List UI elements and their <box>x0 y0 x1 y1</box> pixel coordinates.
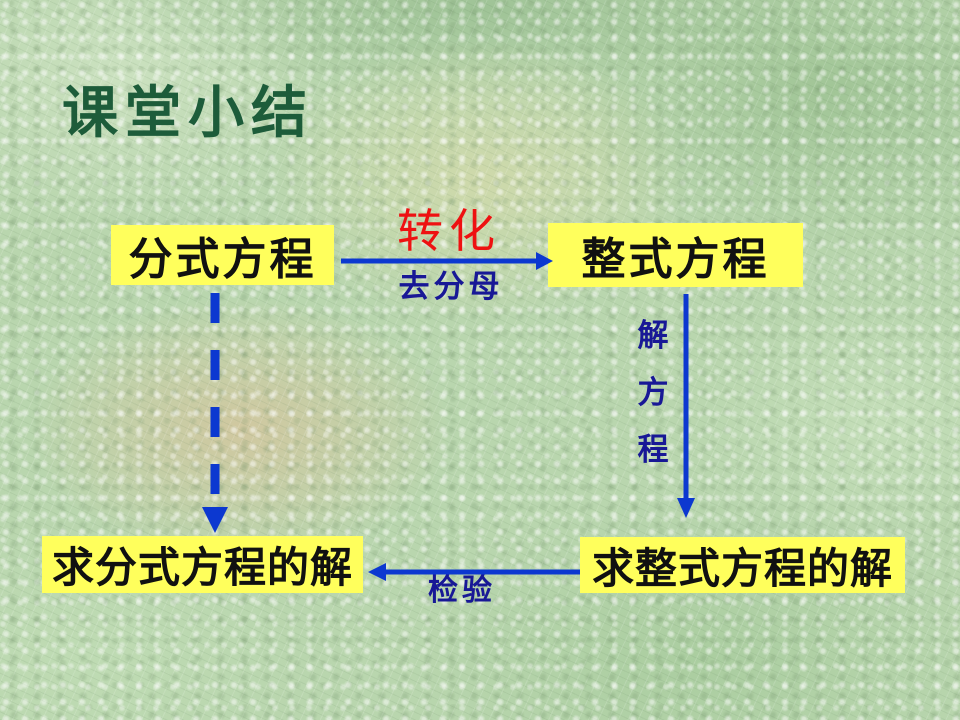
solve-equation-char: 方 <box>637 375 669 410</box>
transform-arrow <box>341 252 553 270</box>
page-title: 课堂小结 <box>62 83 314 145</box>
box-fractional-solution: 求分式方程的解 <box>42 536 363 593</box>
solve-equation-char: 解 <box>637 318 669 353</box>
clear-denominators-label: 去分母 <box>398 269 504 304</box>
solve-arrow <box>677 294 695 518</box>
dashed-solution-arrow <box>202 293 228 533</box>
solve-equation-label: 解 方 程 <box>634 320 672 465</box>
check-arrow <box>368 563 580 581</box>
box-fractional-equation: 分式方程 <box>111 225 334 285</box>
box-integral-equation: 整式方程 <box>548 223 803 287</box>
solve-equation-char: 程 <box>637 432 669 467</box>
check-label: 检验 <box>428 574 496 607</box>
box-integral-solution: 求整式方程的解 <box>580 537 905 593</box>
transform-label: 转化 <box>397 206 501 257</box>
